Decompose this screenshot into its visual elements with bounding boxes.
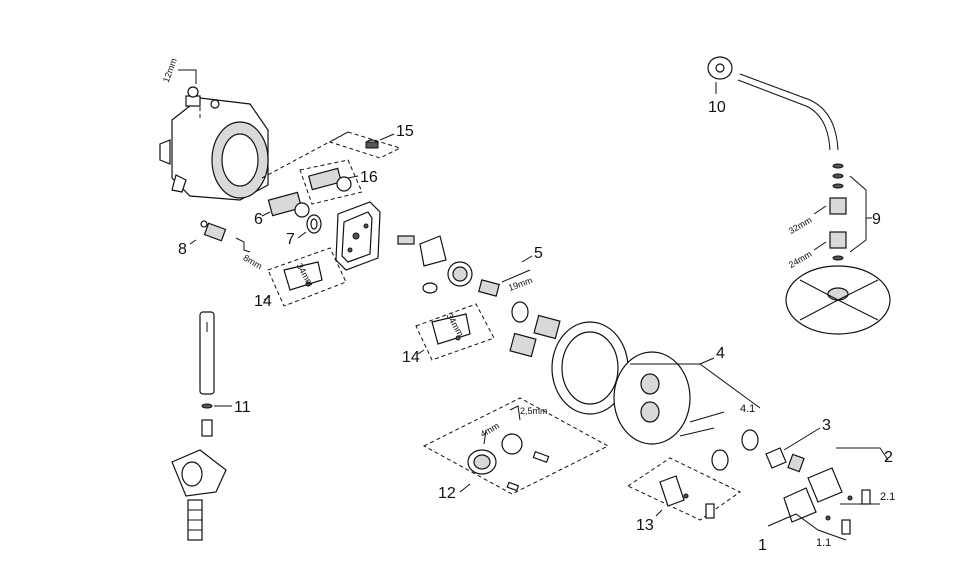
callout-12: 12 <box>438 485 456 502</box>
callout-6: 6 <box>254 211 263 228</box>
part-10-shower-arm: 10 <box>707 56 839 151</box>
part-13-handle-kit: 13 <box>626 457 741 534</box>
part-3-adapter: 3 <box>765 417 831 469</box>
part-15-plug: 15 <box>261 123 414 179</box>
callout-16: 16 <box>360 169 378 186</box>
part-6-cartridge: 6 <box>254 191 310 228</box>
rain-shower-head <box>785 265 891 335</box>
wall-outlet-bracket <box>171 449 227 541</box>
part-7-ring: 7 <box>286 214 322 248</box>
callout-7: 7 <box>286 231 295 248</box>
part-12-service-kit: 2,5mm 4mm 12 <box>422 397 610 502</box>
callout-14-upper: 14 <box>254 293 272 310</box>
part-9-head-fittings: 32mm 24mm 9 <box>787 163 881 270</box>
part-8-stopcock: 8mm 8 <box>178 220 264 272</box>
mounting-plate <box>335 201 381 271</box>
part-14-wrench-upper: 34mm 14 <box>254 247 347 310</box>
part-1-handle: 1 1.1 <box>758 487 851 554</box>
callout-2: 2 <box>884 449 893 466</box>
callout-4: 4 <box>716 345 725 362</box>
callout-4-1: 4.1 <box>740 403 755 415</box>
callout-5: 5 <box>534 245 543 262</box>
callout-3: 3 <box>822 417 831 434</box>
callout-15: 15 <box>396 123 414 140</box>
callout-10: 10 <box>708 99 726 116</box>
callout-13: 13 <box>636 517 654 534</box>
part-11-hand-shower: 11 <box>199 311 251 437</box>
callout-14-lower: 14 <box>402 349 420 366</box>
part-4-cover-plate: 4 4.1 <box>551 321 761 471</box>
center-valve-parts: 19mm 5 <box>397 235 543 297</box>
callout-2-1: 2.1 <box>880 491 895 503</box>
hex-4mm-label: 4mm <box>479 421 501 440</box>
part-14-wrench-lower: 34mm 14 <box>402 303 495 366</box>
part-2-handle: 2 2.1 <box>787 447 895 505</box>
hex-2-5mm-label: 2,5mm <box>520 406 548 416</box>
callout-9: 9 <box>872 211 881 228</box>
extension-sleeves <box>509 301 561 358</box>
callout-1: 1 <box>758 537 767 554</box>
wrench-24mm-label: 24mm <box>787 249 814 270</box>
part-16-cartridge: 16 <box>299 159 378 205</box>
concealed-valve-body <box>159 86 269 201</box>
hex-key-12mm: 12mm <box>161 57 197 84</box>
callout-11: 11 <box>234 399 251 416</box>
callout-8: 8 <box>178 241 187 258</box>
callout-1-1: 1.1 <box>816 537 831 549</box>
hex-8mm-label: 8mm <box>242 253 264 272</box>
hex-12mm-label: 12mm <box>161 57 179 84</box>
wrench-32mm-label: 32mm <box>787 215 814 236</box>
